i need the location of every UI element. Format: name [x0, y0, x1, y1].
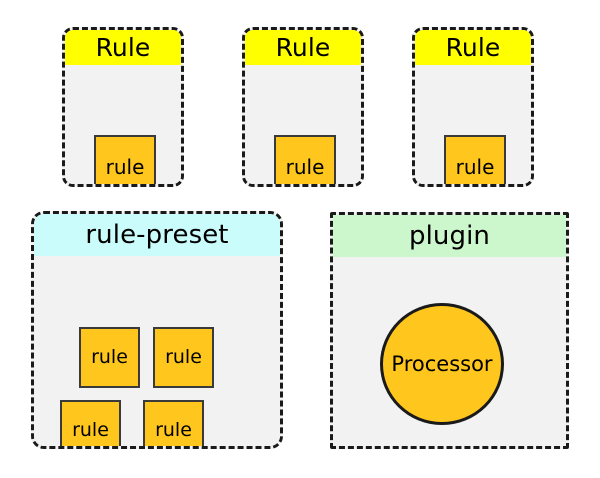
rule-preset-element-2[interactable]: rule	[153, 327, 214, 388]
rule-package-3-header: Rule	[415, 30, 531, 65]
plugin-package[interactable]: plugin Processor	[330, 212, 569, 449]
rule-preset-header: rule-preset	[34, 214, 280, 256]
rule-package-2-header: Rule	[245, 30, 361, 65]
rule-element-2[interactable]: rule	[274, 135, 336, 184]
rule-package-3-body: rule	[415, 65, 531, 184]
rule-package-2-body: rule	[245, 65, 361, 184]
rule-preset-element-4[interactable]: rule	[143, 400, 204, 446]
processor-node[interactable]: Processor	[380, 303, 504, 425]
plugin-header: plugin	[333, 215, 566, 257]
rule-package-1-body: rule	[65, 65, 181, 184]
rule-package-1[interactable]: Rule rule	[62, 27, 184, 187]
rule-preset-element-1[interactable]: rule	[79, 327, 140, 388]
rule-package-3[interactable]: Rule rule	[412, 27, 534, 187]
rule-element-3[interactable]: rule	[444, 135, 506, 184]
rule-preset-body: rule rule rule rule	[34, 256, 280, 446]
rule-element-1[interactable]: rule	[94, 135, 156, 184]
rule-package-2[interactable]: Rule rule	[242, 27, 364, 187]
rule-package-1-header: Rule	[65, 30, 181, 65]
plugin-body: Processor	[333, 257, 566, 446]
rule-preset-package[interactable]: rule-preset rule rule rule rule	[31, 211, 283, 449]
rule-preset-element-3[interactable]: rule	[60, 400, 121, 446]
